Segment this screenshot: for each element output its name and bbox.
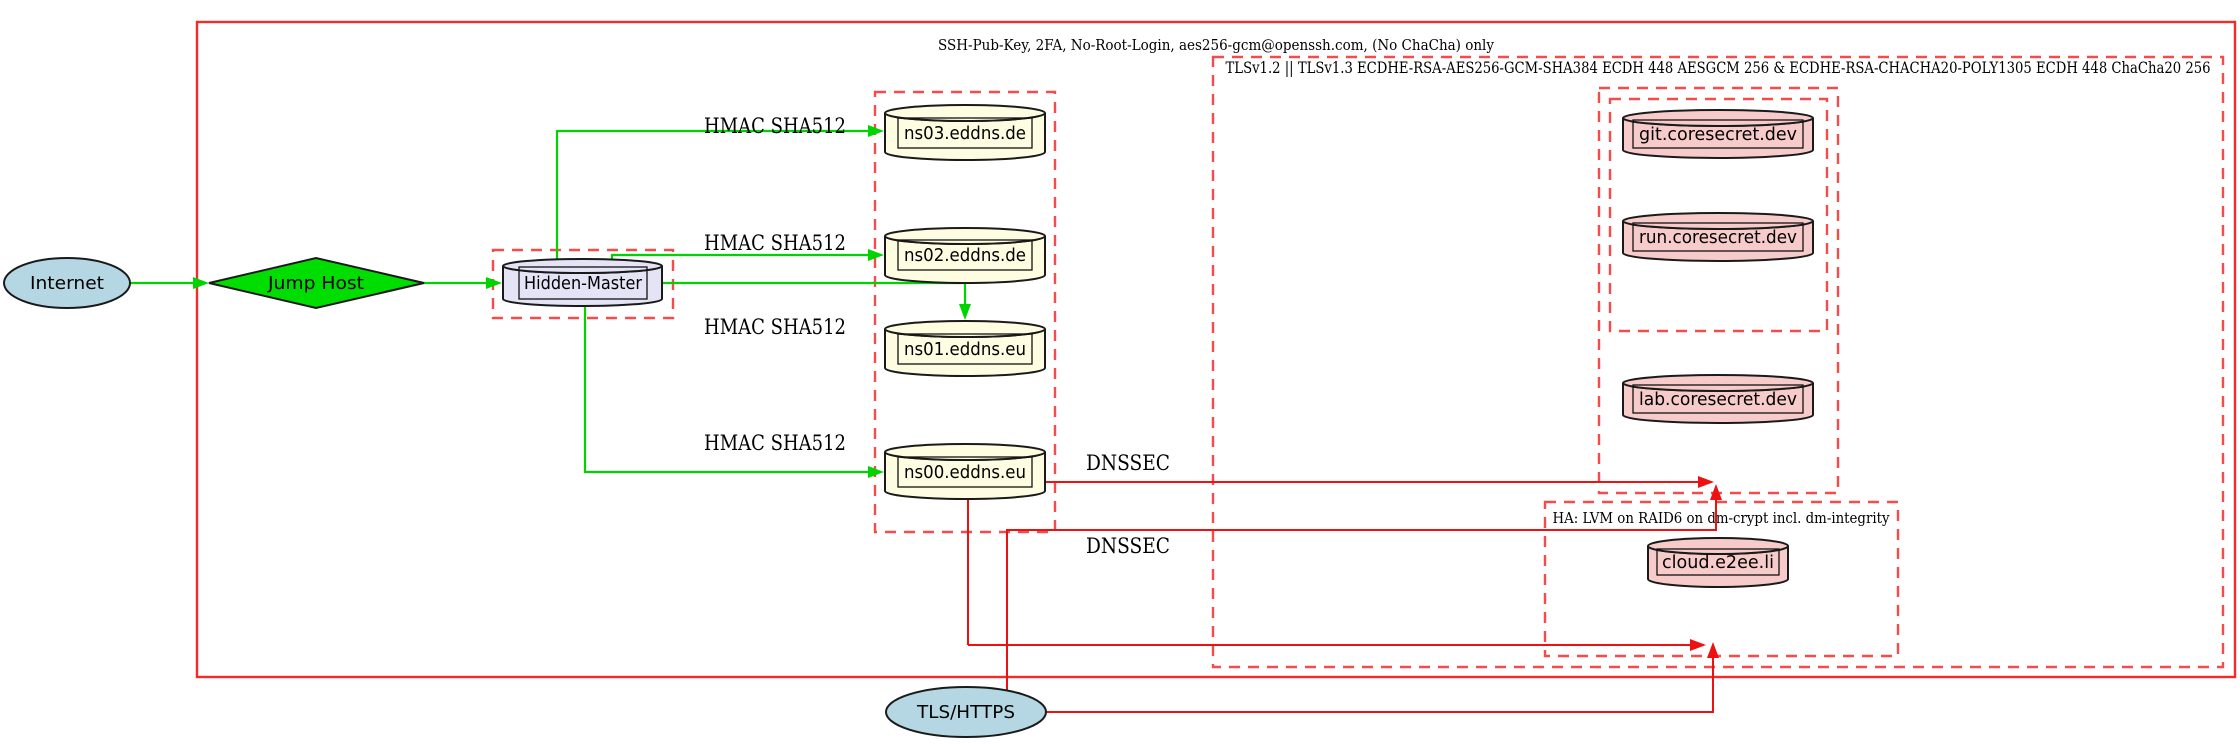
edge-hiddenmaster-ns02 [610,249,884,261]
edge-tlshttps-webcluster [1006,484,1722,691]
run-node: run.coresecret.dev [1622,212,1814,262]
ns03-label: ns03.eddns.de [904,124,1026,144]
jump-host-label: Jump Host [267,274,364,294]
tls-https-node: TLS/HTTPS [885,686,1047,738]
ns01-node: ns01.eddns.eu [884,320,1046,377]
ns02-node: ns02.eddns.de [884,227,1046,284]
ns00-node: ns00.eddns.eu [884,443,1046,500]
edge-jumphost-hiddenmaster [424,277,502,289]
hidden-master-node: Hidden-Master [502,258,663,307]
ns00-label: ns00.eddns.eu [904,463,1026,483]
ssh-cluster-box [195,20,2237,679]
hmac-label-ns03: HMAC SHA512 [704,114,846,138]
internet-label: Internet [30,274,104,294]
dns-cluster-box [873,90,1057,534]
dnssec-label-1: DNSSEC [1086,451,1170,475]
cloud-node: cloud.e2ee.li [1647,537,1789,588]
ns03-node: ns03.eddns.de [884,104,1046,161]
edge-internet-jumphost [130,277,209,289]
lab-node: lab.coresecret.dev [1622,374,1814,424]
run-label: run.coresecret.dev [1639,228,1797,248]
git-node: git.coresecret.dev [1622,109,1814,159]
web-inner-cluster-box [1608,97,1829,333]
hmac-label-ns00: HMAC SHA512 [704,431,846,455]
tls-cluster-label: TLSv1.2 || TLSv1.3 ECDHE-RSA-AES256-GCM-… [1226,58,2211,77]
hidden-master-label: Hidden-Master [524,274,643,294]
dnssec-label-2: DNSSEC [1086,534,1170,558]
hmac-label-ns02: HMAC SHA512 [704,231,846,255]
jump-host-node: Jump Host [208,256,425,310]
edge-dnssec-hacluster [968,639,1706,651]
edge-hiddenmaster-ns00 [583,306,884,478]
ns02-label: ns02.eddns.de [904,246,1026,266]
ssh-cluster-label: SSH-Pub-Key, 2FA, No-Root-Login, aes256-… [938,36,1494,54]
git-label: git.coresecret.dev [1639,125,1797,145]
ha-cluster-box [1543,500,1900,658]
cloud-label: cloud.e2ee.li [1662,553,1774,573]
edge-tlshttps-hacluster [1046,642,1719,713]
hmac-label-ns01: HMAC SHA512 [704,315,846,339]
lab-label: lab.coresecret.dev [1639,390,1797,410]
edge-hiddenmaster-ns03 [555,125,884,259]
internet-node: Internet [3,257,131,309]
tls-https-label: TLS/HTTPS [916,703,1015,723]
ns01-label: ns01.eddns.eu [904,340,1026,360]
ha-cluster-label: HA: LVM on RAID6 on dm-crypt incl. dm-in… [1553,509,1890,527]
tls-cluster-box [1211,55,2225,669]
